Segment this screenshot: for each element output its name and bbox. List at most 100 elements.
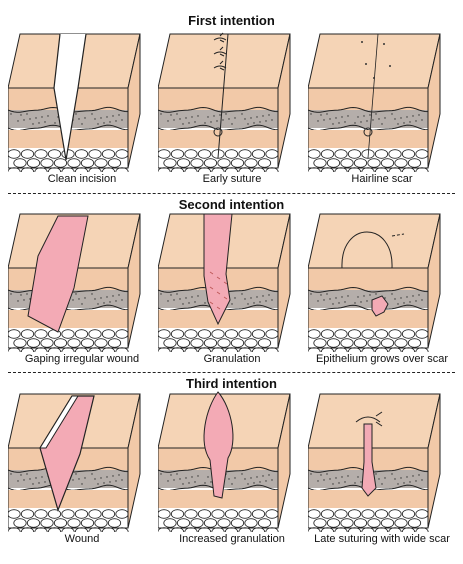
gaping-wound xyxy=(27,215,89,333)
dermis-dot xyxy=(167,480,169,482)
dermis-dot xyxy=(247,483,249,485)
dermis-dot xyxy=(250,297,252,299)
dermis-border xyxy=(308,286,429,293)
section-divider xyxy=(8,193,455,194)
suture-mark xyxy=(361,41,363,43)
fat-cell xyxy=(388,509,402,519)
fat-cell xyxy=(176,338,191,348)
fat-cell xyxy=(203,338,218,348)
fat-cell xyxy=(244,338,258,348)
fat-cell xyxy=(340,338,354,348)
fat-cell xyxy=(158,509,171,519)
fat-cell xyxy=(40,158,54,168)
dermis-dot xyxy=(320,294,322,296)
fat-cell xyxy=(407,338,422,348)
wound-wall xyxy=(39,395,79,449)
fat-cell xyxy=(74,149,89,159)
fat-cell xyxy=(20,509,35,519)
fat-cell xyxy=(340,158,354,168)
dermis-dot xyxy=(259,121,261,123)
skin-surface xyxy=(308,213,441,269)
dermis-dot xyxy=(406,476,408,478)
skin-block xyxy=(158,32,291,172)
fat-cell xyxy=(53,158,68,168)
dermis-dot xyxy=(182,123,184,125)
dermis-dot xyxy=(326,113,328,115)
epithelium-dome xyxy=(341,231,393,269)
dermis-dot xyxy=(29,478,31,480)
fat-cell xyxy=(361,509,375,519)
fat-cell xyxy=(170,329,185,339)
fat-cell xyxy=(34,509,48,519)
dermis-dot xyxy=(262,115,264,117)
fat-cell xyxy=(238,509,252,519)
fat-cell xyxy=(320,329,335,339)
dermis-dot xyxy=(259,301,261,303)
dermis-dot xyxy=(344,301,346,303)
fat-cell xyxy=(88,329,102,339)
fat-cell xyxy=(374,329,389,339)
caption-late-suturing: Late suturing with wide scar xyxy=(314,533,450,545)
dermis-dot xyxy=(256,296,258,298)
dermis-dot xyxy=(210,121,212,123)
section-title-second-intention: Second intention xyxy=(178,197,285,212)
panel-epithelium: Epithelium grows over scar xyxy=(308,210,456,370)
caption-early-suture: Early suture xyxy=(202,173,262,185)
dermis-dot xyxy=(394,118,396,120)
side-face xyxy=(427,33,441,169)
dermis-dot xyxy=(341,116,343,118)
dermis-dot xyxy=(244,118,246,120)
lower-dermis xyxy=(308,130,428,148)
fat-cell xyxy=(401,149,416,159)
dermis-dot xyxy=(369,294,371,296)
dermis-dot xyxy=(185,117,187,119)
fat-cell xyxy=(184,149,198,159)
fat-cell xyxy=(94,338,108,348)
fat-cell xyxy=(320,509,335,519)
panel-early-suture: Early suture xyxy=(158,30,306,190)
dermis-dot xyxy=(170,114,172,116)
dermis-dot xyxy=(121,479,123,481)
fat-cell xyxy=(211,329,225,339)
fat-cell xyxy=(415,509,429,519)
granulation-texture xyxy=(209,286,214,290)
dermis-dot xyxy=(167,300,169,302)
dermis-dot xyxy=(378,478,380,480)
panel-granulation: Granulation xyxy=(158,210,306,370)
dermis-dot xyxy=(354,122,356,124)
fat-cell xyxy=(353,158,368,168)
fat-cell xyxy=(347,149,362,159)
dermis-dot xyxy=(250,117,252,119)
dermis-dot xyxy=(320,474,322,476)
fat-cell xyxy=(340,518,354,528)
dermis-dot xyxy=(219,114,221,116)
fat-cell xyxy=(367,518,381,528)
fat-cell xyxy=(230,158,245,168)
dermis-dot xyxy=(109,301,111,303)
hair-follicle xyxy=(363,127,373,137)
fat-cell xyxy=(74,329,89,339)
dermis-dot xyxy=(357,296,359,298)
granulation-texture xyxy=(209,271,214,275)
dermis-dot xyxy=(250,477,252,479)
dermis-dot xyxy=(197,475,199,477)
dermis-dot xyxy=(84,477,86,479)
fat-cell xyxy=(326,158,341,168)
fat-cell xyxy=(203,158,218,168)
dermis-dot xyxy=(194,481,196,483)
fat-cell xyxy=(415,149,429,159)
dermis-dot xyxy=(372,119,374,121)
dermis-dot xyxy=(241,473,243,475)
caption-epithelium: Epithelium grows over scar xyxy=(315,353,449,365)
dermis-dot xyxy=(182,483,184,485)
fat-cell xyxy=(244,518,258,528)
side-face xyxy=(277,33,291,169)
dermis-dot xyxy=(310,473,312,475)
fat-cell xyxy=(26,158,41,168)
dermis-dot xyxy=(118,294,120,296)
dermis-dot xyxy=(369,114,371,116)
dermis-dot xyxy=(231,123,233,125)
skin-block-illustration xyxy=(158,391,291,532)
dermis-dot xyxy=(271,479,273,481)
dermis-dot xyxy=(32,483,34,485)
